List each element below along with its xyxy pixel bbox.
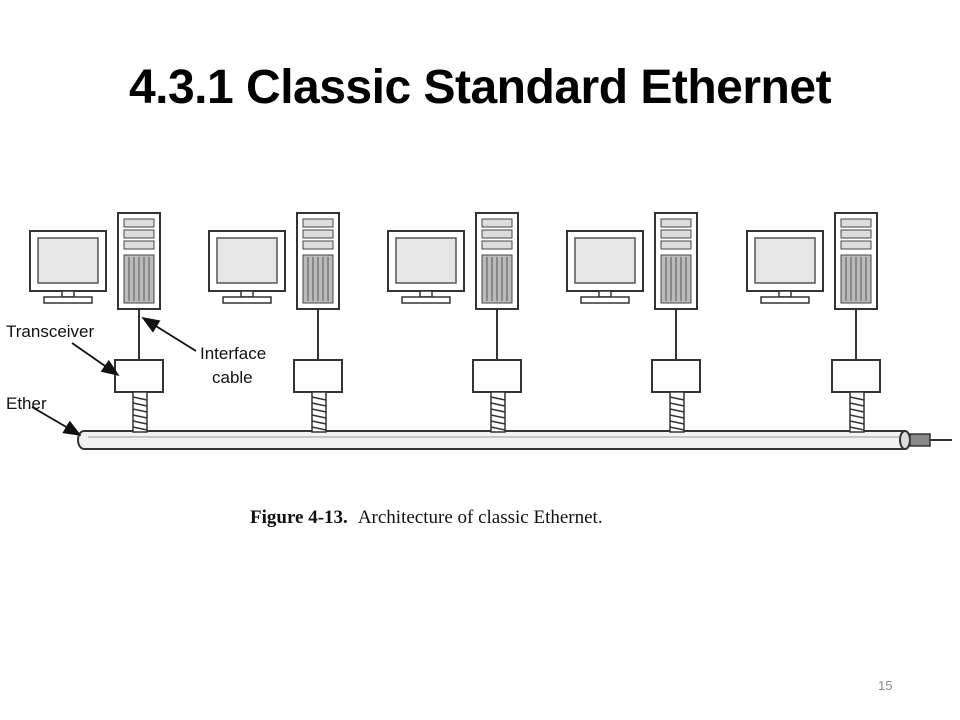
ethernet-diagram: Transceiver Interface cable Ether bbox=[6, 212, 952, 450]
slide-title: 4.3.1 Classic Standard Ethernet bbox=[128, 61, 832, 114]
figure-caption-text: Architecture of classic Ethernet. bbox=[357, 507, 603, 528]
ether-label: Ether bbox=[6, 394, 47, 413]
interface-arrow bbox=[141, 317, 197, 352]
transceiver-label: Transceiver bbox=[6, 322, 95, 341]
station-4 bbox=[566, 212, 701, 433]
ether-arrow bbox=[31, 406, 82, 436]
station-5 bbox=[746, 212, 881, 433]
ether-cable bbox=[77, 430, 952, 450]
transceiver-arrow bbox=[71, 342, 120, 377]
page-number: 15 bbox=[878, 678, 893, 693]
station-2 bbox=[208, 212, 343, 433]
interface-cable-label: cable bbox=[212, 368, 253, 387]
figure-number: Figure 4-13. bbox=[250, 507, 348, 528]
interface-label: Interface bbox=[200, 344, 266, 363]
station-3 bbox=[387, 212, 522, 433]
figure-caption: Figure 4-13. Architecture of classic Ethe… bbox=[250, 507, 603, 529]
